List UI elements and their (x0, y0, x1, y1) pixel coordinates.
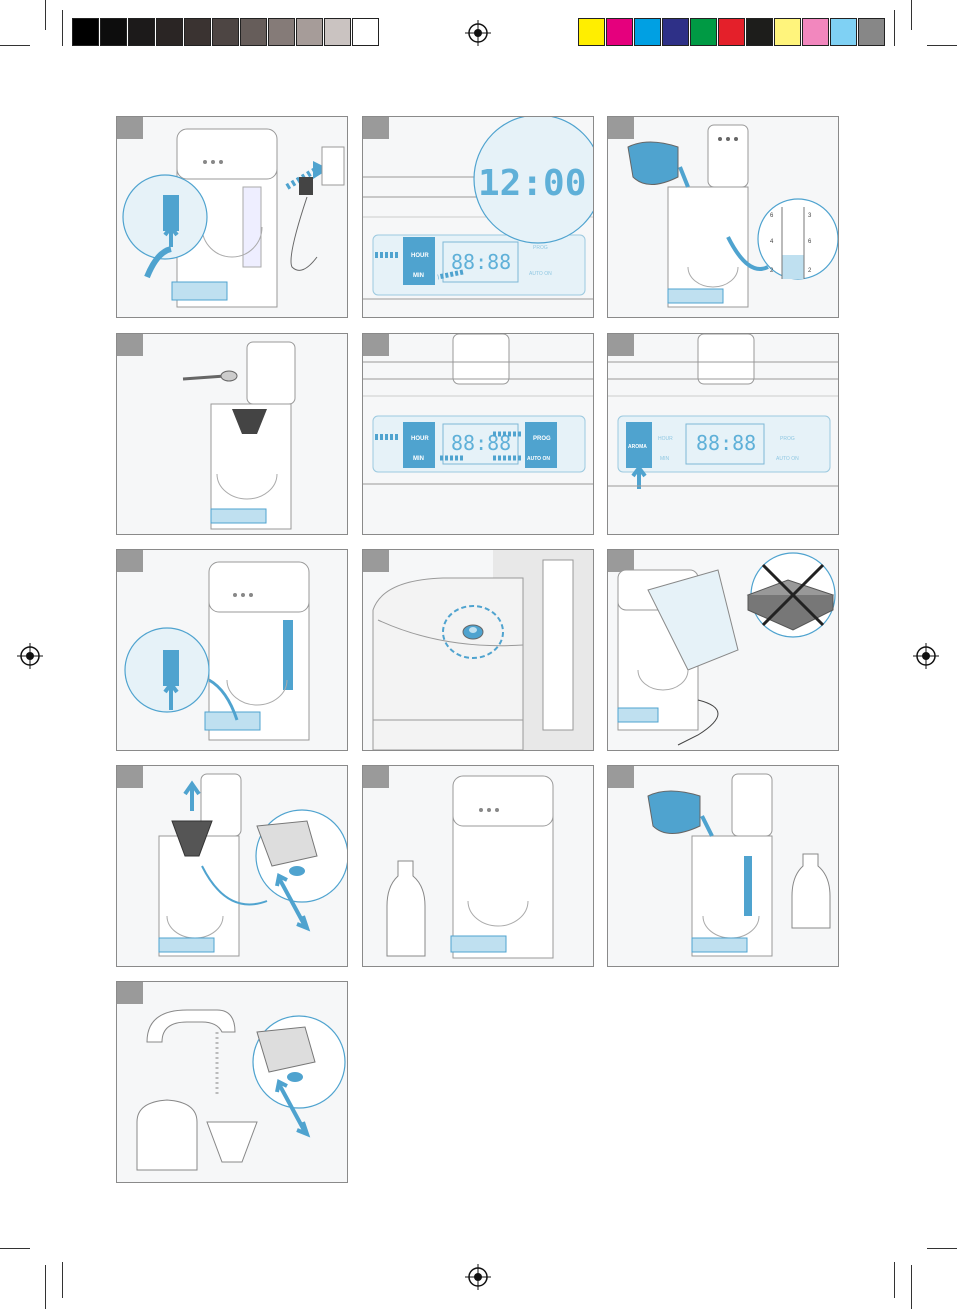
min-button-label: MIN (660, 456, 670, 462)
color-swatch (634, 18, 661, 46)
hour-button-label: HOUR (411, 436, 429, 442)
step-panel-set-clock: HOUR MIN 88:88 PROG AUTO ON 12:00 (362, 116, 594, 318)
crop-mark (62, 10, 63, 46)
step-panel-remove-filter (116, 765, 348, 967)
color-swatch (662, 18, 689, 46)
registration-mark-icon (465, 20, 491, 46)
small-clock-display: 88:88 (451, 431, 511, 455)
large-clock-display: 12:00 (478, 163, 586, 204)
color-swatch (802, 18, 829, 46)
step-panel-drip-stop-valve (362, 549, 594, 751)
step-panel-aroma: AROMA HOUR MIN 88:88 PROG AUTO ON (607, 333, 839, 535)
auto-on-button-label: AUTO ON (527, 456, 550, 462)
aroma-button-label: AROMA (628, 444, 647, 450)
gray-swatch (184, 18, 211, 46)
gray-swatch (156, 18, 183, 46)
color-swatch (578, 18, 605, 46)
prog-button-label: PROG (533, 436, 551, 442)
color-swatch (774, 18, 801, 46)
step-panel-plug-in-switch-on (116, 116, 348, 318)
crop-mark (894, 1262, 895, 1298)
color-swatch (746, 18, 773, 46)
crop-mark (927, 1248, 957, 1249)
registration-mark-icon (17, 643, 43, 669)
gray-swatch (72, 18, 99, 46)
color-swatch (690, 18, 717, 46)
step-panel-descaling-fill (607, 765, 839, 967)
crop-mark (45, 1265, 46, 1309)
crop-mark (45, 0, 46, 30)
min-button-label: MIN (413, 273, 424, 279)
gray-swatch (324, 18, 351, 46)
step-panel-rinse-parts (116, 981, 348, 1183)
registration-mark-icon (913, 643, 939, 669)
hour-button-label: HOUR (658, 436, 673, 442)
prog-button-label: PROG (780, 436, 795, 442)
gray-swatch (240, 18, 267, 46)
crop-mark (62, 1262, 63, 1298)
gray-swatch (128, 18, 155, 46)
min-button-label: MIN (413, 456, 424, 462)
registration-mark-icon (465, 1264, 491, 1290)
gray-swatch (296, 18, 323, 46)
crop-mark (0, 45, 30, 46)
crop-mark (911, 0, 912, 30)
gray-swatch (268, 18, 295, 46)
step-panel-add-coffee (116, 333, 348, 535)
crop-mark (927, 45, 957, 46)
color-swatch (830, 18, 857, 46)
hour-button-label: HOUR (411, 253, 429, 259)
auto-on-button-label: AUTO ON (529, 271, 552, 277)
step-panel-cleaning-no-abrasive (607, 549, 839, 751)
color-swatch (718, 18, 745, 46)
gray-swatch (352, 18, 379, 46)
gray-swatch (212, 18, 239, 46)
small-clock-display: 88:88 (696, 431, 756, 455)
auto-on-button-label: AUTO ON (776, 456, 799, 462)
prog-button-label: PROG (533, 245, 548, 251)
step-panel-fill-water: 6 4 2 3 6 2 (607, 116, 839, 318)
step-panel-switch-on-brewing (116, 549, 348, 751)
step-panel-descaling (362, 765, 594, 967)
crop-mark (894, 10, 895, 46)
color-swatch (858, 18, 885, 46)
crop-mark (0, 1248, 30, 1249)
step-panel-program-timer: HOUR MIN 88:88 PROG AUTO ON (362, 333, 594, 535)
gray-swatch (100, 18, 127, 46)
crop-mark (911, 1265, 912, 1309)
color-swatch (606, 18, 633, 46)
